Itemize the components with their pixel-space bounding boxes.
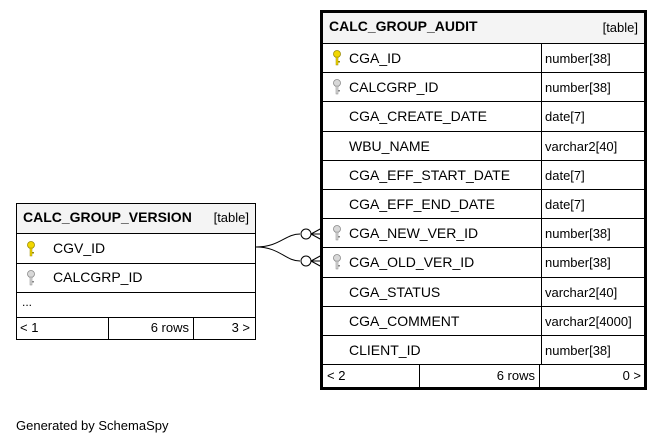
column-row[interactable]: CGA_EFF_END_DATE date[7] <box>323 190 644 220</box>
column-type: varchar2[40] <box>545 138 618 154</box>
table-type-label: [table] <box>602 20 638 35</box>
column-type: number[38] <box>545 255 611 271</box>
column-row[interactable]: WBU_NAME varchar2[40] <box>323 132 644 161</box>
more-columns-ellipsis: ... <box>22 295 33 309</box>
type-column-divider <box>541 44 542 364</box>
table-name[interactable]: CALC_GROUP_VERSION <box>23 209 192 225</box>
column-name: CGA_CREATE_DATE <box>349 108 487 125</box>
foreign-key-icon <box>26 270 36 286</box>
primary-key-icon <box>332 50 342 66</box>
calc-group-version-table[interactable]: CALC_GROUP_VERSION [table] CGV_ID CALCGR… <box>16 203 256 340</box>
column-row[interactable]: CGV_ID <box>17 234 255 264</box>
row-count: 6 rows <box>496 368 535 383</box>
column-name: CGA_COMMENT <box>349 312 460 329</box>
column-type: varchar2[4000] <box>545 313 632 329</box>
column-name: CGA_ID <box>349 50 402 66</box>
column-name: WBU_NAME <box>349 137 430 154</box>
column-row[interactable]: CGA_NEW_VER_ID number[38] <box>323 219 644 249</box>
table-footer: < 1 6 rows 3 > <box>17 318 255 339</box>
connector-new-ver <box>255 227 323 248</box>
more-columns-row: ... <box>17 293 255 318</box>
column-row[interactable]: CGA_ID number[38] <box>323 44 644 74</box>
column-type: date[7] <box>545 197 585 212</box>
column-row[interactable]: CGA_CREATE_DATE date[7] <box>323 102 644 132</box>
column-row[interactable]: CLIENT_ID number[38] <box>323 336 644 365</box>
parents-count[interactable]: < 1 <box>20 320 39 335</box>
children-count[interactable]: 3 > <box>231 320 250 335</box>
column-type: varchar2[40] <box>545 284 618 300</box>
column-type: number[38] <box>545 51 611 66</box>
table-footer: < 2 6 rows 0 > <box>323 364 644 387</box>
column-type: date[7] <box>545 167 585 183</box>
column-row[interactable]: CGA_OLD_VER_ID number[38] <box>323 248 644 278</box>
foreign-key-icon <box>332 225 342 241</box>
column-row[interactable]: CALCGRP_ID number[38] <box>323 73 644 103</box>
table-header: CALC_GROUP_VERSION [table] <box>17 204 255 234</box>
calc-group-audit-table[interactable]: CALC_GROUP_AUDIT [table] CGA_ID number[38… <box>320 10 647 390</box>
table-name[interactable]: CALC_GROUP_AUDIT <box>329 18 478 34</box>
foreign-key-icon <box>332 79 342 95</box>
connector-old-ver <box>255 246 323 268</box>
column-row[interactable]: CGA_EFF_START_DATE date[7] <box>323 161 644 190</box>
column-name: CGA_EFF_END_DATE <box>349 196 495 212</box>
column-row[interactable]: CGA_STATUS varchar2[40] <box>323 278 644 307</box>
column-name: CGA_STATUS <box>349 283 441 300</box>
column-row[interactable]: CALCGRP_ID <box>17 264 255 293</box>
children-count[interactable]: 0 > <box>622 368 641 383</box>
column-name: CGA_EFF_START_DATE <box>349 166 511 183</box>
row-count: 6 rows <box>150 320 189 335</box>
foreign-key-icon <box>332 254 342 270</box>
column-name: CGA_OLD_VER_ID <box>349 254 475 271</box>
primary-key-icon <box>26 240 36 257</box>
column-type: date[7] <box>545 109 585 125</box>
column-type: number[38] <box>545 226 611 242</box>
column-type: number[38] <box>545 80 611 96</box>
column-name: CALCGRP_ID <box>349 79 439 96</box>
generated-by-label: Generated by SchemaSpy <box>16 418 169 433</box>
column-name: CALCGRP_ID <box>53 269 143 285</box>
table-header: CALC_GROUP_AUDIT [table] <box>323 13 644 44</box>
column-name: CGV_ID <box>53 240 106 256</box>
column-name: CGA_NEW_VER_ID <box>349 225 479 242</box>
parents-count[interactable]: < 2 <box>327 368 346 383</box>
column-name: CLIENT_ID <box>349 342 421 358</box>
column-row[interactable]: CGA_COMMENT varchar2[4000] <box>323 307 644 336</box>
table-type-label: [table] <box>213 210 249 225</box>
column-type: number[38] <box>545 343 611 358</box>
